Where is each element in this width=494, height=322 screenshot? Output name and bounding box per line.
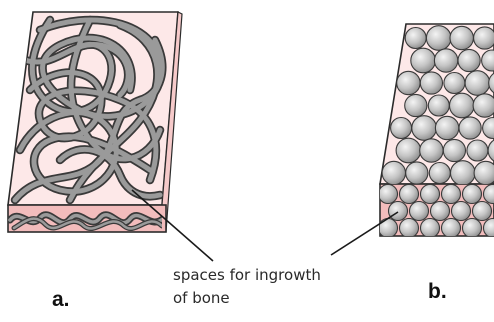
sphere-particle — [435, 116, 458, 139]
sphere-particle — [452, 202, 471, 221]
sphere-particle — [379, 185, 398, 204]
sphere-particle — [405, 28, 426, 49]
callout-text: spaces for ingrowth of bone — [173, 264, 373, 310]
sphere-particle — [406, 162, 428, 184]
sphere-particle — [465, 71, 490, 96]
sphere-particle — [389, 202, 408, 221]
sphere-particle — [443, 139, 465, 161]
sphere-particle — [459, 117, 481, 139]
sphere-particle — [434, 49, 457, 72]
sphere-particle — [412, 116, 437, 141]
sphere-particle — [411, 48, 436, 73]
sphere-cross-section — [379, 185, 494, 238]
sphere-particle — [450, 93, 475, 118]
sphere-particle — [421, 185, 440, 204]
sphere-particle — [400, 185, 419, 204]
callout-line-1: spaces for ingrowth — [173, 264, 373, 287]
sphere-particle — [450, 26, 473, 49]
sphere-particle — [379, 219, 398, 238]
sphere-particle — [473, 94, 494, 117]
sphere-particle — [467, 140, 488, 161]
sphere-particle — [474, 161, 494, 184]
sphere-particle — [397, 71, 420, 94]
sphere-particle — [391, 118, 412, 139]
sphere-packed-block — [379, 24, 494, 238]
sphere-particle — [431, 202, 450, 221]
sphere-particle — [428, 95, 449, 116]
sphere-particle — [463, 185, 482, 204]
sphere-particle — [405, 94, 427, 116]
sphere-particle — [442, 219, 461, 238]
sphere-particle — [410, 202, 429, 221]
sphere-particle — [442, 185, 461, 204]
sphere-particle — [420, 139, 443, 162]
sphere-particle — [400, 219, 419, 238]
sphere-particle — [382, 161, 405, 184]
fiber-mesh-block — [8, 12, 182, 232]
sphere-particle — [426, 26, 451, 51]
callout-line-2: of bone — [173, 287, 373, 310]
panel-b-label: b. — [428, 280, 447, 304]
sphere-particle — [473, 202, 492, 221]
sphere-particle — [429, 163, 450, 184]
sphere-particle — [463, 219, 482, 238]
sphere-particle — [458, 49, 480, 71]
sphere-particle — [421, 219, 440, 238]
sphere-particle — [396, 138, 421, 163]
sphere-particle — [444, 73, 465, 94]
sphere-particle — [420, 72, 442, 94]
panel-a-label: a. — [52, 288, 70, 312]
sphere-particle — [474, 27, 494, 49]
sphere-particle — [451, 161, 476, 186]
